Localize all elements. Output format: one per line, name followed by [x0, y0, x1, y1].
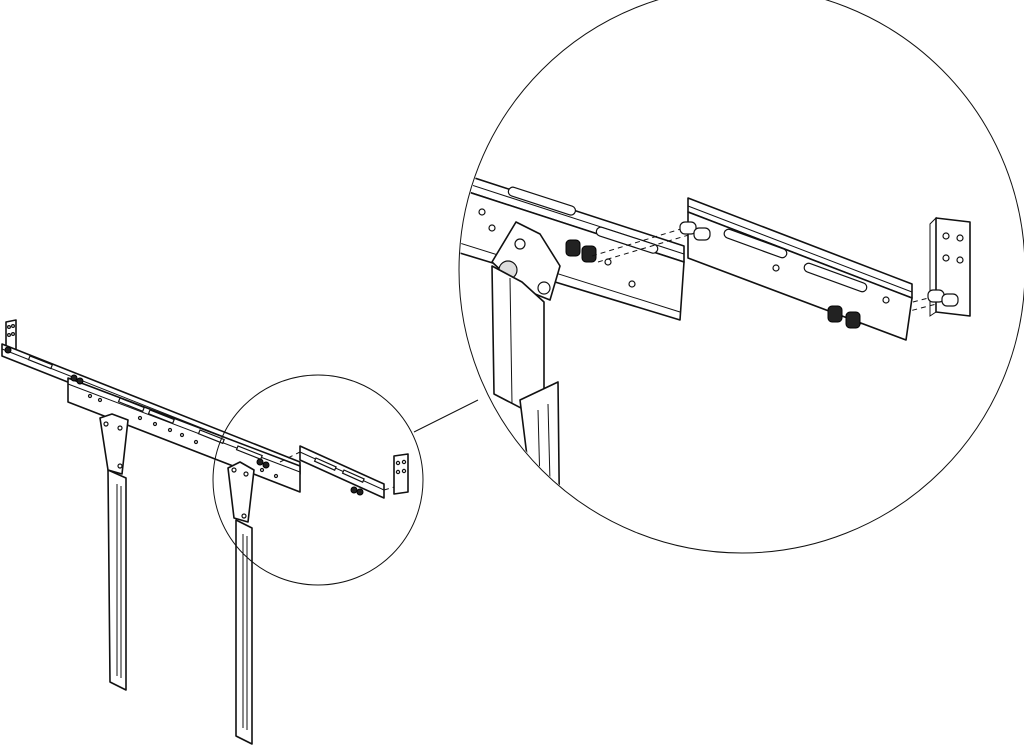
callout-small-circle	[212, 374, 424, 586]
knob-screw-pair-left	[565, 239, 597, 263]
extension-rail-overview	[279, 445, 399, 499]
detail-callout	[212, 0, 1024, 586]
knob-screw-overview	[4, 346, 364, 496]
main-rail	[1, 343, 301, 493]
detail-enlarged	[460, 169, 971, 552]
wall-plate-detail	[927, 216, 971, 317]
hanger-arm-detail	[491, 221, 561, 552]
wall-plate-right	[393, 453, 409, 495]
overview-assembly	[1, 319, 409, 745]
extension-rail-detail	[679, 197, 913, 341]
hanger-arm-left	[99, 413, 129, 691]
hanger-arm-right	[227, 461, 255, 745]
callout-leader-line	[413, 399, 479, 433]
callout-large-circle	[458, 0, 1024, 554]
knob-screw-pair-right	[827, 305, 861, 329]
